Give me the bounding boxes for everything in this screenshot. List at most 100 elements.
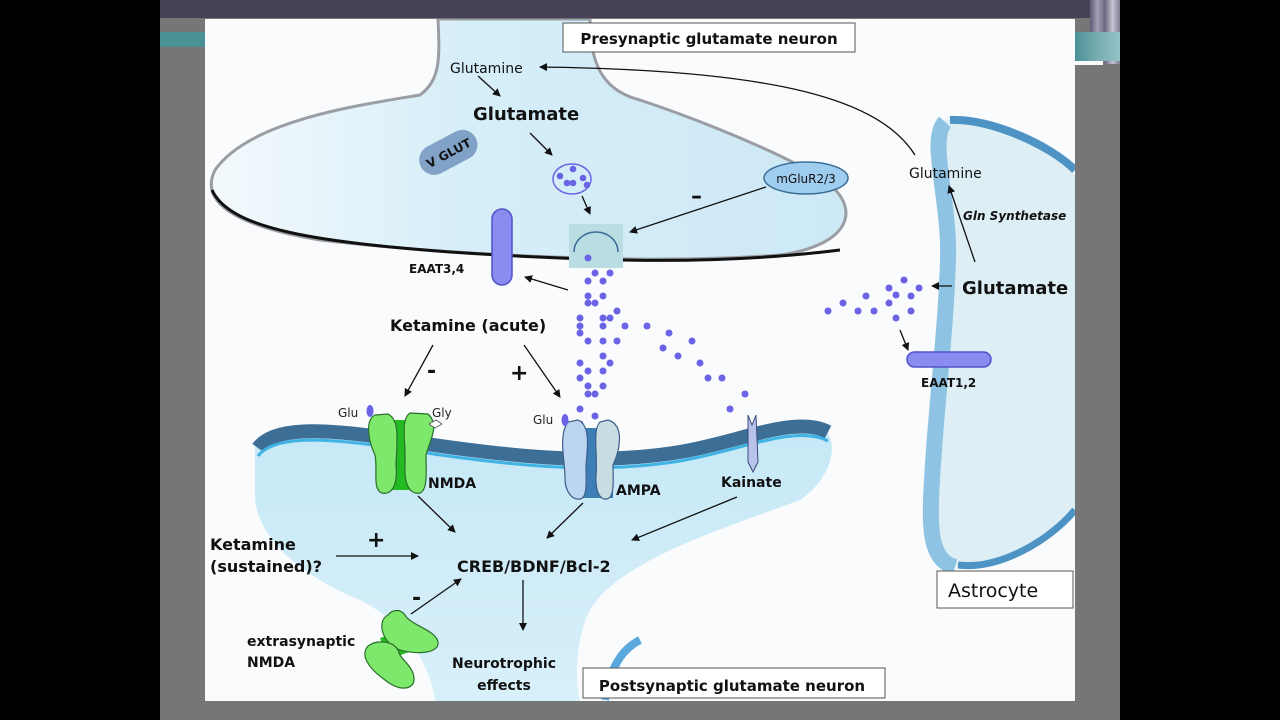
mglur-label: mGluR2/3 — [776, 172, 836, 186]
receptor-icon — [763, 161, 849, 195]
glutamate-dot-icon — [862, 292, 870, 300]
glutamate-dot-icon — [599, 352, 607, 360]
extrasynaptic-label-line1: extrasynaptic — [247, 634, 355, 650]
presynaptic-neuron — [209, 17, 848, 262]
postsynaptic-body-shape — [255, 425, 832, 701]
nmda-receptor — [366, 405, 443, 494]
glutamate-dot-icon — [718, 374, 726, 382]
glutamate-dot-icon — [726, 405, 734, 413]
glutamate-dot-icon — [892, 291, 900, 299]
ketamine-sustained-label-line2: (sustained)? — [210, 557, 322, 576]
glutamate-dot-icon — [892, 314, 900, 322]
eaat34-label: EAAT3,4 — [409, 262, 464, 276]
ketamine-sustained-label-line1: Ketamine — [210, 535, 296, 554]
glutamate-dot-icon — [599, 382, 607, 390]
synaptic-glutamate-dots — [576, 254, 749, 428]
glutamate-dot-icon — [584, 367, 592, 375]
presynaptic-title-box: Presynaptic glutamate neuron — [562, 22, 856, 53]
extrasynaptic-to-creb-arrow — [410, 578, 462, 615]
eaat34-transporter — [491, 208, 513, 286]
glutamate-dot-icon — [569, 179, 577, 187]
astrocyte-title: Astrocyte — [948, 580, 1038, 602]
glutamate-dot-icon — [599, 367, 607, 375]
astrocyte-title-box: Astrocyte — [936, 570, 1074, 609]
glutamate-dot-icon — [606, 314, 614, 322]
glutamate-dot-icon — [885, 284, 893, 292]
glutamate-reuptake-arrow — [524, 275, 569, 291]
glutamate-dot-icon — [599, 322, 607, 330]
glutamate-dot-icon — [613, 337, 621, 345]
glutamate-dot-icon — [824, 307, 832, 315]
glutamate-dot-icon — [584, 337, 592, 345]
nmda-label: NMDA — [428, 476, 476, 492]
glutamate-dot-icon — [696, 359, 704, 367]
mglur23-receptor: mGluR2/3 — [763, 161, 849, 195]
glutamate-label-pre: Glutamate — [473, 104, 579, 125]
glutamate-dot-icon — [599, 292, 607, 300]
presynaptic-terminal-shape — [209, 17, 848, 261]
glutamate-dot-icon — [688, 337, 696, 345]
glutamate-dot-icon — [584, 254, 592, 262]
glutamate-dot-icon — [659, 344, 667, 352]
glutamate-dot-icon — [591, 390, 599, 398]
mglur-inhibition-arrow — [629, 186, 767, 234]
kainate-to-creb-arrow — [631, 496, 738, 542]
ketamine-acute-label: Ketamine (acute) — [390, 316, 546, 335]
glutamate-to-vesicle-arrow — [529, 132, 553, 156]
postsynaptic-title: Postsynaptic glutamate neuron — [599, 677, 865, 695]
astrocyte-glutamate-dots — [824, 276, 923, 322]
mglur-minus-sign: – — [691, 184, 702, 209]
postsynaptic-title-box: Postsynaptic glutamate neuron — [582, 667, 886, 699]
glutamate-dot-icon — [613, 307, 621, 315]
glu-binding-icon — [366, 405, 374, 417]
glutamate-dot-icon — [839, 299, 847, 307]
ampa-to-creb-arrow — [546, 502, 584, 539]
ampa-receptor — [561, 414, 621, 500]
gln-synthetase-label: Gln Synthetase — [963, 209, 1066, 223]
release-site — [569, 224, 623, 268]
glu-binding-icon — [561, 414, 569, 426]
glutamate-dot-icon — [576, 359, 584, 367]
synapse-diagram: Presynaptic glutamate neuron Postsynapti… — [209, 17, 1078, 701]
glutamate-dot-icon — [870, 307, 878, 315]
glutamate-dot-icon — [576, 405, 584, 413]
nmda-glu-label: Glu — [338, 406, 358, 420]
glutamate-to-eaat12-arrow — [899, 329, 910, 351]
glutamate-dot-icon — [643, 322, 651, 330]
receptor-icon — [747, 414, 759, 474]
glutamate-dot-icon — [563, 179, 571, 187]
glutamate-dot-icon — [665, 329, 673, 337]
ketamine-to-nmda-arrow — [404, 344, 434, 397]
glutamate-dot-icon — [556, 172, 564, 180]
glutamate-dot-icon — [591, 412, 599, 420]
presynaptic-membrane — [210, 189, 841, 262]
glutamate-dot-icon — [704, 374, 712, 382]
vesicle-to-release-arrow — [581, 195, 591, 215]
glutamate-dot-icon — [584, 390, 592, 398]
glutamate-dot-icon — [599, 277, 607, 285]
ketamine-sustained-plus: + — [367, 528, 385, 553]
glutamate-dot-icon — [579, 174, 587, 182]
extrasynaptic-label-line2: NMDA — [247, 655, 295, 671]
ketamine-nmda-minus: - — [427, 359, 436, 384]
glutamate-dot-icon — [576, 329, 584, 337]
transporter-icon — [491, 208, 513, 286]
gln-synthetase-arrow — [947, 185, 976, 263]
presynaptic-title: Presynaptic glutamate neuron — [580, 30, 837, 48]
glutamate-dot-icon — [569, 165, 577, 173]
slide-corner-tab — [1075, 61, 1103, 65]
extrasynaptic-minus: - — [412, 586, 421, 611]
glutamate-dot-icon — [900, 276, 908, 284]
neurotrophic-label-line1: Neurotrophic — [452, 656, 556, 672]
eaat12-label: EAAT1,2 — [921, 376, 976, 390]
glutamate-dot-icon — [599, 337, 607, 345]
slide-corner-accent — [1075, 32, 1120, 61]
glutamate-dot-icon — [584, 299, 592, 307]
astrocyte-glutamine-return-arrow — [539, 63, 916, 156]
glutamate-dot-icon — [674, 352, 682, 360]
nmda-gly-label: Gly — [432, 406, 452, 420]
gly-binding-icon — [428, 419, 443, 429]
transporter-icon — [419, 129, 478, 175]
glutamate-dot-icon — [907, 307, 915, 315]
glutamate-dot-icon — [885, 299, 893, 307]
